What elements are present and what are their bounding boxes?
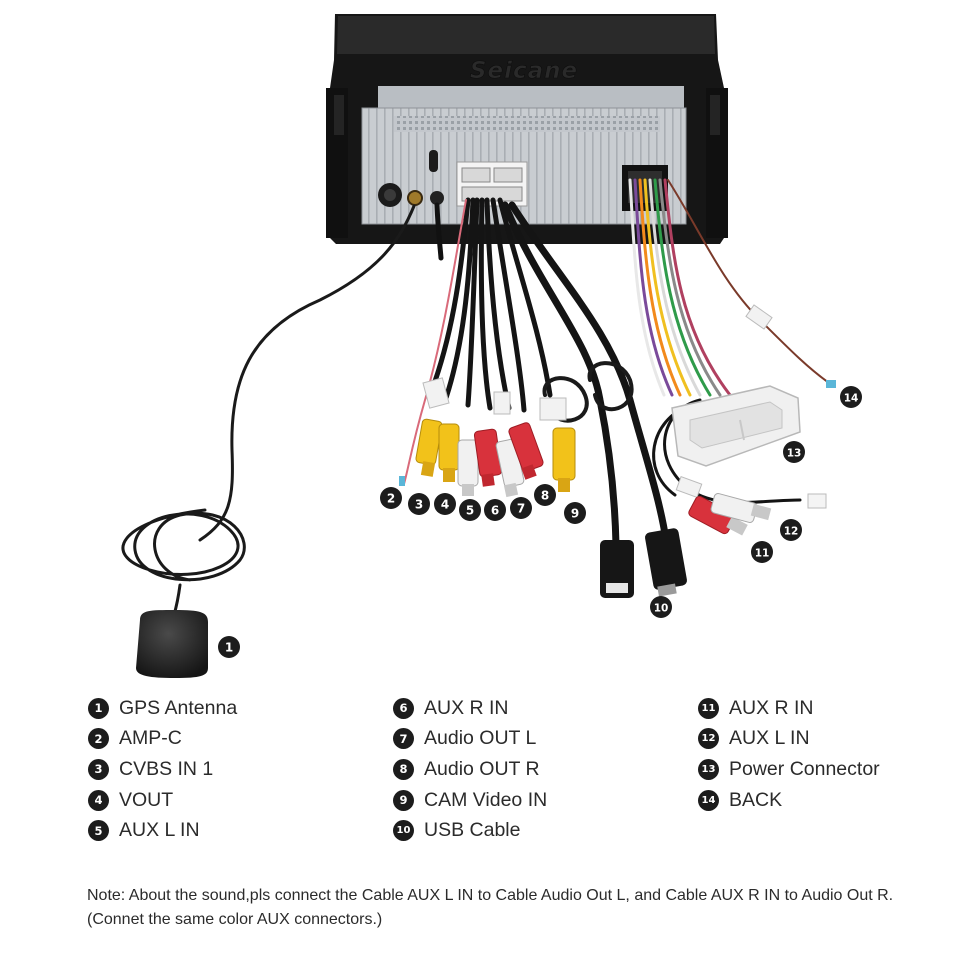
legend-label: AUX R IN <box>729 696 814 719</box>
legend-label: AUX L IN <box>729 727 810 750</box>
callout-9: 9 <box>564 502 586 524</box>
legend-number-badge: 5 <box>88 820 109 842</box>
legend-label: Power Connector <box>729 757 880 780</box>
back-wire-tip <box>826 380 836 388</box>
legend-column-1: 1 GPS Antenna 2 AMP-C 3 CVBS IN 1 4 VOUT… <box>88 693 237 846</box>
amp-wire-tip <box>399 476 405 486</box>
aux-plug <box>807 493 827 509</box>
wiring-diagram: Seicane <box>121 14 862 678</box>
legend-item-vout: 4 VOUT <box>88 785 237 816</box>
brand-logo: Seicane <box>470 58 578 84</box>
rca-connector-8 <box>508 422 544 480</box>
legend-item-aux-r-in: 6 AUX R IN <box>393 693 547 724</box>
legend-number-badge: 3 <box>88 758 109 780</box>
callout-7: 7 <box>510 497 532 519</box>
svg-text:9: 9 <box>571 507 579 521</box>
svg-text:1: 1 <box>225 641 233 655</box>
legend-label: VOUT <box>119 788 174 811</box>
cable-tags <box>422 304 773 498</box>
sound-connection-note: Note: About the sound,pls connect the Ca… <box>87 887 894 928</box>
rca-connector-12 <box>710 493 772 523</box>
legend-label: Audio OUT R <box>424 757 540 780</box>
legend-number-badge: 14 <box>698 789 719 811</box>
svg-text:10: 10 <box>654 603 669 615</box>
legend-item-gps-antenna: 1 GPS Antenna <box>88 693 237 724</box>
legend-label: CAM Video IN <box>424 788 548 811</box>
callout-11: 11 <box>751 541 773 563</box>
legend-label: AUX R IN <box>424 696 509 719</box>
svg-text:13: 13 <box>787 448 802 460</box>
rca-connector-9 <box>552 427 576 492</box>
legend-item-audio-out-r: 8 Audio OUT R <box>393 754 547 785</box>
legend-number-badge: 10 <box>393 820 414 842</box>
callout-14: 14 <box>840 386 862 408</box>
legend-label: AUX L IN <box>119 819 200 842</box>
legend-number-badge: 7 <box>393 728 414 750</box>
svg-text:3: 3 <box>415 498 423 512</box>
legend-number-badge: 6 <box>393 697 414 719</box>
legend-number-badge: 2 <box>88 728 109 750</box>
svg-text:6: 6 <box>491 504 499 518</box>
legend: 1 GPS Antenna 2 AMP-C 3 CVBS IN 1 4 VOUT… <box>0 693 960 853</box>
legend-label: USB Cable <box>424 819 521 842</box>
usb-connector-female <box>600 540 634 598</box>
svg-text:7: 7 <box>517 502 525 516</box>
svg-text:8: 8 <box>541 489 549 503</box>
legend-label: CVBS IN 1 <box>119 757 214 780</box>
legend-number-badge: 8 <box>393 758 414 780</box>
legend-number-badge: 13 <box>698 758 719 780</box>
callout-1: 1 <box>218 636 240 658</box>
legend-number-badge: 1 <box>88 697 109 719</box>
legend-number-badge: 4 <box>88 789 109 811</box>
legend-label: GPS Antenna <box>119 696 238 719</box>
svg-text:4: 4 <box>441 498 449 512</box>
rca-connector-3 <box>415 418 443 477</box>
callout-3: 3 <box>408 493 430 515</box>
callout-4: 4 <box>434 493 456 515</box>
svg-text:2: 2 <box>387 492 395 506</box>
legend-item-cvbs-in-1: 3 CVBS IN 1 <box>88 754 237 785</box>
usb-connector-male <box>645 528 687 597</box>
callout-6: 6 <box>484 499 506 521</box>
svg-text:5: 5 <box>466 504 474 518</box>
svg-text:14: 14 <box>844 393 859 405</box>
legend-item-audio-out-l: 7 Audio OUT L <box>393 724 547 755</box>
legend-item-power-connector: 13 Power Connector <box>698 754 880 785</box>
legend-label: BACK <box>729 788 783 811</box>
legend-column-3: 11 AUX R IN 12 AUX L IN 13 Power Connect… <box>698 693 880 815</box>
rca-connector-6 <box>473 428 503 487</box>
legend-label: Audio OUT L <box>424 727 537 750</box>
legend-item-aux-l-in: 5 AUX L IN <box>88 815 237 846</box>
rca-connector-4 <box>438 423 460 482</box>
head-unit: Seicane <box>326 14 728 244</box>
rca-connector-5 <box>457 439 479 496</box>
power-connector <box>671 385 801 467</box>
legend-item-usb-cable: 10 USB Cable <box>393 815 547 846</box>
svg-text:12: 12 <box>784 526 799 538</box>
legend-number-badge: 9 <box>393 789 414 811</box>
callout-10: 10 <box>650 596 672 618</box>
legend-item-cam-video-in: 9 CAM Video IN <box>393 785 547 816</box>
legend-item-back: 14 BACK <box>698 785 880 816</box>
callout-13: 13 <box>783 441 805 463</box>
legend-item-aux-r-in-2: 11 AUX R IN <box>698 693 880 724</box>
callout-12: 12 <box>780 519 802 541</box>
legend-label: AMP-C <box>119 727 182 750</box>
legend-number-badge: 12 <box>698 728 719 750</box>
gps-antenna <box>136 610 208 678</box>
callout-2: 2 <box>380 487 402 509</box>
callout-5: 5 <box>459 499 481 521</box>
legend-number-badge: 11 <box>698 697 719 719</box>
svg-text:11: 11 <box>755 548 770 560</box>
legend-item-amp-c: 2 AMP-C <box>88 724 237 755</box>
callout-8: 8 <box>534 484 556 506</box>
legend-item-aux-l-in-2: 12 AUX L IN <box>698 724 880 755</box>
legend-column-2: 6 AUX R IN 7 Audio OUT L 8 Audio OUT R 9… <box>393 693 547 846</box>
